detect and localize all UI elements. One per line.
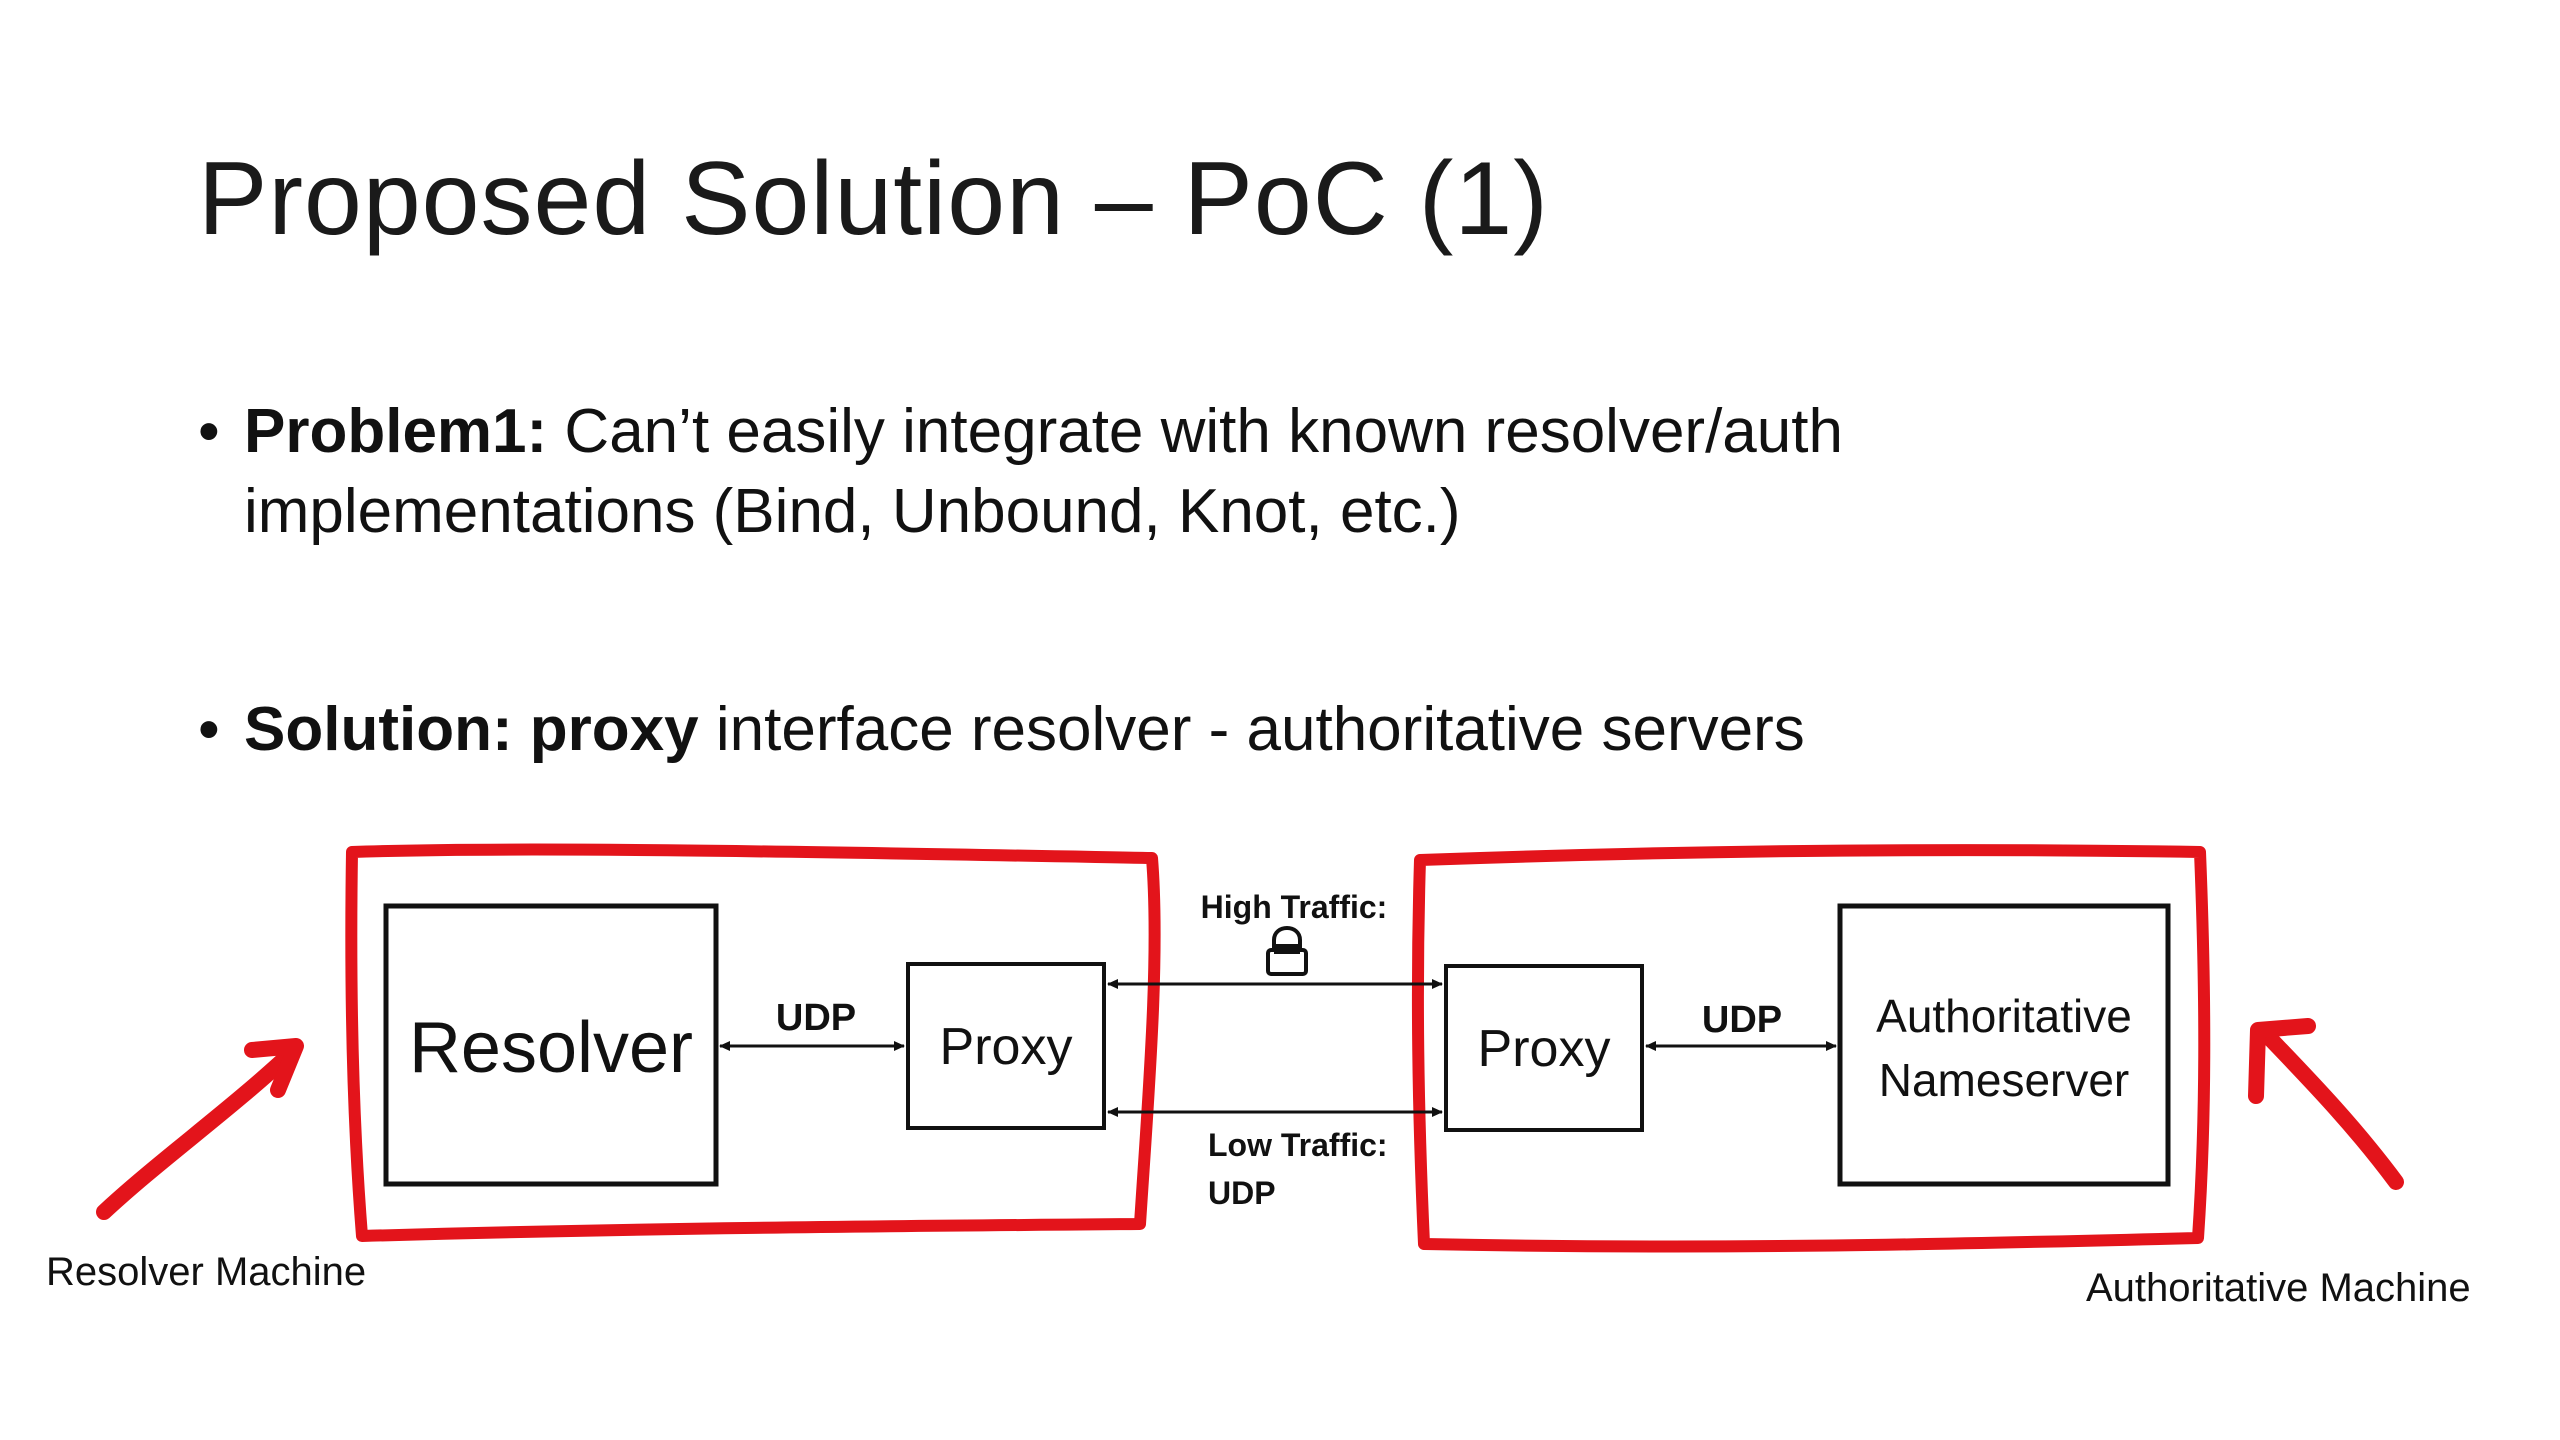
right-red-arrowhead-icon	[2248, 1018, 2316, 1104]
left-red-arrowhead-icon	[244, 1038, 304, 1098]
slide-title: Proposed Solution – PoC (1)	[198, 141, 1549, 257]
bullet-problem-line1: Can’t easily integrate with known resolv…	[547, 397, 1843, 466]
bullet-dot: •	[198, 397, 220, 466]
proxy-left-label: Proxy	[940, 1018, 1073, 1076]
proxy-left-box	[906, 962, 1106, 1130]
resolver-machine-highlight	[345, 843, 1161, 1242]
authoritative-label-line2: Nameserver	[1879, 1054, 2130, 1106]
bullet-solution-text: Solution: proxy interface resolver - aut…	[244, 690, 2244, 770]
authoritative-box	[1837, 903, 2171, 1187]
left-red-arrow-icon	[96, 1044, 300, 1220]
authoritative-machine-highlight	[1411, 844, 2211, 1253]
bullet-problem-bold: Problem1:	[244, 397, 548, 466]
authoritative-machine-label: Authoritative Machine	[2086, 1266, 2471, 1310]
resolver-label: Resolver	[409, 1008, 693, 1088]
udp-left-label: UDP	[776, 997, 856, 1039]
bullet-solution-bold: Solution: proxy	[244, 695, 699, 764]
low-traffic-label: Low Traffic:	[1208, 1127, 1388, 1163]
udp-right-label: UDP	[1702, 999, 1782, 1041]
high-traffic-label: High Traffic:	[1201, 889, 1388, 925]
bullet-solution-rest: interface resolver - authoritative serve…	[698, 695, 1805, 764]
right-red-arrow-icon	[2254, 1022, 2404, 1190]
resolver-box	[383, 903, 719, 1187]
low-traffic-proto-label: UDP	[1208, 1175, 1276, 1211]
resolver-machine-label: Resolver Machine	[46, 1250, 367, 1294]
bullet-problem-text: Problem1: Can’t easily integrate with kn…	[244, 392, 2244, 552]
proxy-right-box	[1444, 964, 1644, 1132]
proxy-right-label: Proxy	[1478, 1020, 1611, 1078]
lock-icon	[1266, 926, 1308, 976]
bullet-dot: •	[198, 695, 220, 764]
authoritative-label-line1: Authoritative	[1876, 990, 2132, 1042]
bullet-problem-line2: implementations (Bind, Unbound, Knot, et…	[244, 477, 1461, 546]
